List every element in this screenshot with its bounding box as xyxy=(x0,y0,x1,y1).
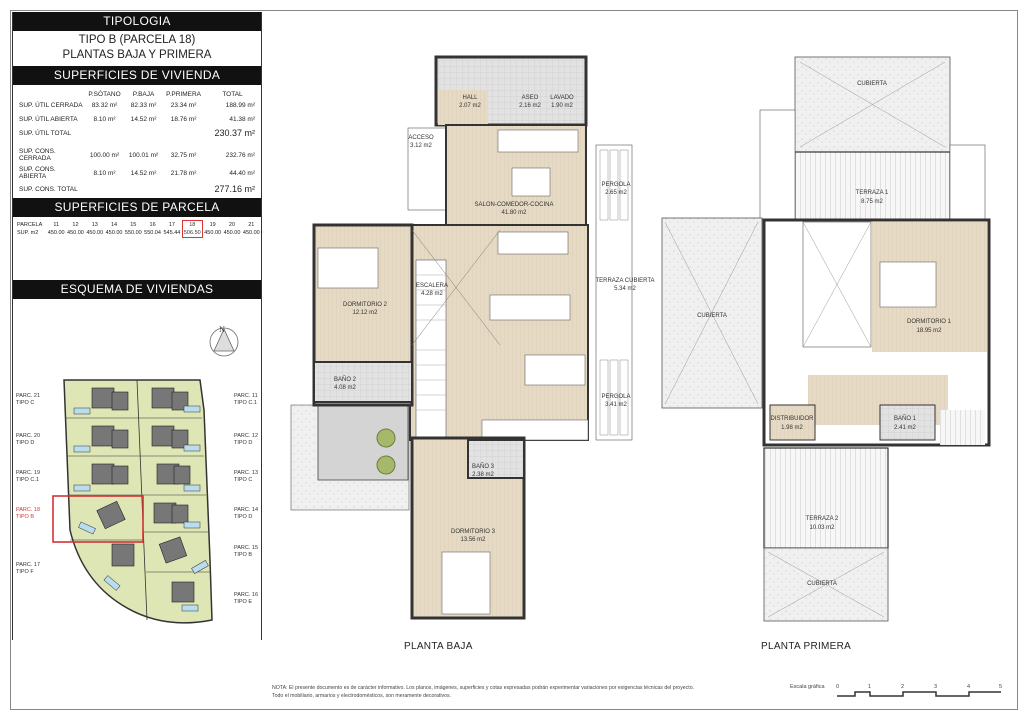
svg-text:0: 0 xyxy=(836,684,839,690)
north-compass-icon xyxy=(209,327,239,357)
svg-text:CUBIERTA: CUBIERTA xyxy=(697,313,727,319)
col-baja: P.BAJA xyxy=(132,91,155,98)
svg-text:2.07 m2: 2.07 m2 xyxy=(459,103,481,109)
floors-line: PLANTAS BAJA Y PRIMERA xyxy=(62,49,212,61)
scale-bar-icon: 0 1 2 3 4 5 xyxy=(836,684,1002,697)
svg-text:CUBIERTA: CUBIERTA xyxy=(807,581,837,587)
svg-text:HALL: HALL xyxy=(462,95,478,101)
svg-text:PERGOLA: PERGOLA xyxy=(601,394,630,400)
planta-primera-drawing: CUBIERTA TERRAZA 1 8.75 m2 CUBIERTA DORMI… xyxy=(661,56,991,622)
superficie-row: SUP. m2 450.00 450.00 450.00 450.00 550.… xyxy=(17,229,260,238)
svg-text:4.08 m2: 4.08 m2 xyxy=(334,385,356,391)
superficies-vivienda-header: SUPERFICIES DE VIVIENDA xyxy=(13,66,261,85)
svg-text:2.41 m2: 2.41 m2 xyxy=(894,425,916,431)
svg-text:8.75 m2: 8.75 m2 xyxy=(861,199,883,205)
svg-text:BAÑO 1: BAÑO 1 xyxy=(894,415,917,422)
table-row: SUP. CONS. ABIERTA 8.10 m² 14.52 m² 21.7… xyxy=(19,166,255,180)
col-total: TOTAL xyxy=(222,91,243,98)
svg-text:2.65 m2: 2.65 m2 xyxy=(605,190,627,196)
superficies-parcela-header: SUPERFICIES DE PARCELA xyxy=(13,198,261,217)
svg-text:DISTRIBUIDOR: DISTRIBUIDOR xyxy=(770,416,814,422)
svg-text:5: 5 xyxy=(999,684,1002,690)
svg-text:3.41 m2: 3.41 m2 xyxy=(605,402,627,408)
svg-text:ASEO: ASEO xyxy=(522,95,539,101)
svg-text:3: 3 xyxy=(934,684,937,690)
scale-label: Escala gráfica xyxy=(790,684,825,690)
svg-text:CUBIERTA: CUBIERTA xyxy=(857,81,887,87)
table-row: SUP. ÚTIL CERRADA 83.32 m² 82.33 m² 23.3… xyxy=(19,101,255,109)
disclaimer-note: NOTA: El presente documento es de caráct… xyxy=(272,685,695,699)
info-panel: TIPOLOGIA TIPO B (PARCELA 18) PLANTAS BA… xyxy=(12,12,262,640)
type-line: TIPO B (PARCELA 18) xyxy=(78,34,196,46)
svg-text:TERRAZA 1: TERRAZA 1 xyxy=(856,190,889,196)
svg-text:DORMITORIO 3: DORMITORIO 3 xyxy=(451,529,496,535)
parcela-row: PARCELA 11 12 13 14 15 16 17 18 19 20 21 xyxy=(17,220,255,229)
table-row: SUP. CONS. CERRADA 100.00 m² 100.01 m² 3… xyxy=(19,148,255,162)
svg-text:2: 2 xyxy=(901,684,904,690)
selected-plot-highlight xyxy=(52,495,144,543)
highlighted-parcela: 18 xyxy=(181,220,204,229)
planta-baja-label: PLANTA BAJA xyxy=(404,641,473,652)
svg-text:ESCALERA: ESCALERA xyxy=(416,283,448,289)
svg-text:LAVADO: LAVADO xyxy=(550,95,574,101)
tipologia-header: TIPOLOGIA xyxy=(13,12,261,31)
svg-text:3.12 m2: 3.12 m2 xyxy=(410,143,432,149)
svg-text:10.03 m2: 10.03 m2 xyxy=(809,525,835,531)
svg-text:ACCESO: ACCESO xyxy=(408,135,434,141)
planta-baja-drawing: HALL 2.07 m2 ASEO 2.16 m2 LAVADO 1.90 m2 AC… xyxy=(290,55,655,620)
superficies-vivienda-table: P.SÓTANO P.BAJA P.PRIMERA TOTAL SUP. ÚTI… xyxy=(13,85,261,196)
col-sotano: P.SÓTANO xyxy=(88,91,121,98)
svg-text:41.80 m2: 41.80 m2 xyxy=(501,210,527,216)
svg-text:SALON-COMEDOR-COCINA: SALON-COMEDOR-COCINA xyxy=(474,202,553,208)
svg-text:2.16 m2: 2.16 m2 xyxy=(519,103,541,109)
svg-text:4: 4 xyxy=(967,684,970,690)
svg-text:4.28 m2: 4.28 m2 xyxy=(421,291,443,297)
svg-text:2.38 m2: 2.38 m2 xyxy=(472,472,494,478)
svg-text:TERRAZA 2: TERRAZA 2 xyxy=(806,516,839,522)
esquema-header: ESQUEMA DE VIVIENDAS xyxy=(13,280,261,299)
graphic-scale: Escala gráfica 0 1 2 3 4 5 xyxy=(790,684,1002,697)
svg-text:BAÑO 3: BAÑO 3 xyxy=(472,463,495,470)
svg-text:PERGOLA: PERGOLA xyxy=(601,182,630,188)
col-primera: P.PRIMERA xyxy=(166,91,201,98)
svg-text:5.34 m2: 5.34 m2 xyxy=(614,286,636,292)
table-row: SUP. CONS. TOTAL 277.16 m² xyxy=(19,184,255,194)
table-row: SUP. ÚTIL TOTAL 230.37 m² xyxy=(19,128,255,138)
svg-text:1.98 m2: 1.98 m2 xyxy=(781,425,803,431)
planta-primera-label: PLANTA PRIMERA xyxy=(761,641,852,652)
svg-text:1: 1 xyxy=(868,684,871,690)
svg-text:DORMITORIO 1: DORMITORIO 1 xyxy=(907,319,952,325)
svg-text:13.56 m2: 13.56 m2 xyxy=(460,537,486,543)
svg-text:18.95 m2: 18.95 m2 xyxy=(916,328,942,334)
north-label: N xyxy=(219,325,225,334)
site-plan-drawing: N xyxy=(52,325,239,624)
sheet-frame xyxy=(10,10,1018,710)
table-row: SUP. ÚTIL ABIERTA 8.10 m² 14.52 m² 18.76… xyxy=(19,115,255,123)
svg-text:DORMITORIO 2: DORMITORIO 2 xyxy=(343,302,388,308)
svg-text:12.12 m2: 12.12 m2 xyxy=(352,310,378,316)
superficies-parcela-table: PARCELA 11 12 13 14 15 16 17 18 19 20 21… xyxy=(13,220,261,238)
tipologia-subtitle: TIPO B (PARCELA 18) PLANTAS BAJA Y PRIME… xyxy=(13,31,261,66)
svg-text:1.90 m2: 1.90 m2 xyxy=(551,103,573,109)
svg-text:TERRAZA CUBIERTA: TERRAZA CUBIERTA xyxy=(595,278,654,284)
highlighted-superficie: 506.50 xyxy=(181,229,204,238)
svg-text:BAÑO 2: BAÑO 2 xyxy=(334,376,357,383)
